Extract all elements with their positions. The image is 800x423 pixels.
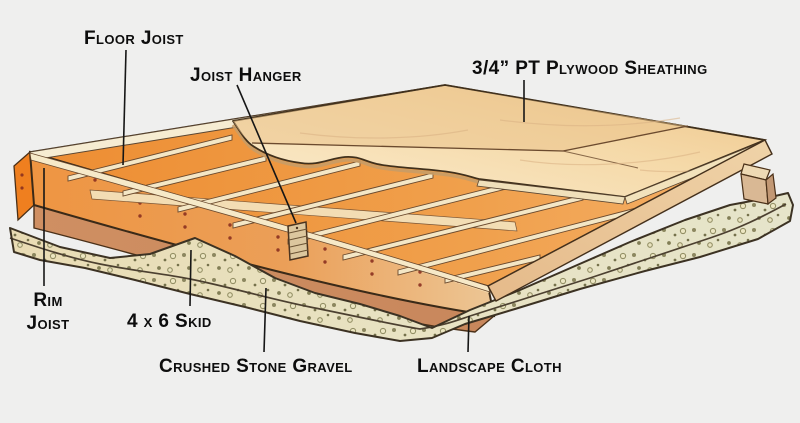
leader-joist-hanger: [236, 84, 297, 224]
rim-right-face: [487, 139, 773, 302]
plywood-seam: [562, 150, 639, 169]
plywood-back-sheet: [233, 86, 688, 151]
label-rim-line2: Joist: [27, 313, 70, 334]
joist-strip: [122, 155, 267, 197]
label-floor-joist: Floor Joist: [84, 28, 184, 49]
skid-block-end: [765, 172, 777, 206]
leader-cloth: [467, 315, 470, 353]
plywood-seam: [251, 142, 564, 152]
plywood-seams: [251, 125, 689, 169]
joist-strip: [232, 172, 434, 229]
joist-hanger-bracket: [287, 221, 309, 261]
plywood-torn-edge-shadow: [231, 123, 626, 202]
leader-floor-joist: [122, 49, 127, 166]
hanger-hatching: [288, 228, 309, 255]
leader-lines: [43, 49, 525, 353]
callout-labels: Floor Joist Joist Hanger 3/4” PT Plywood…: [27, 28, 708, 377]
front-rim-top-edge: [29, 152, 491, 293]
label-cloth: Landscape Cloth: [417, 356, 562, 377]
label-rim-line1: Rim: [33, 290, 62, 311]
floor-joists: [67, 134, 637, 284]
plywood-sheathing: [231, 84, 768, 205]
leader-skid: [189, 249, 192, 307]
hanger-nail: [295, 226, 299, 230]
label-skid: 4 x 6 Skid: [127, 311, 212, 332]
leader-gravel: [263, 287, 267, 353]
gravel-outline: [9, 192, 794, 342]
label-gravel: Crushed Stone Gravel: [159, 356, 353, 377]
label-joist-hanger: Joist Hanger: [190, 65, 302, 86]
skid-right-end: [740, 163, 777, 206]
gravel-speckles: [10, 193, 793, 341]
label-plywood: 3/4” PT Plywood Sheathing: [472, 58, 708, 79]
joist-strip: [342, 194, 584, 261]
joist-strip: [67, 134, 233, 182]
joist-strip: [177, 160, 361, 213]
landscape-cloth-line: [9, 203, 787, 330]
hanger-body: [287, 221, 309, 261]
plywood-edge-front: [476, 179, 626, 205]
plywood-seam: [562, 125, 689, 152]
gravel-bed: [9, 192, 794, 342]
